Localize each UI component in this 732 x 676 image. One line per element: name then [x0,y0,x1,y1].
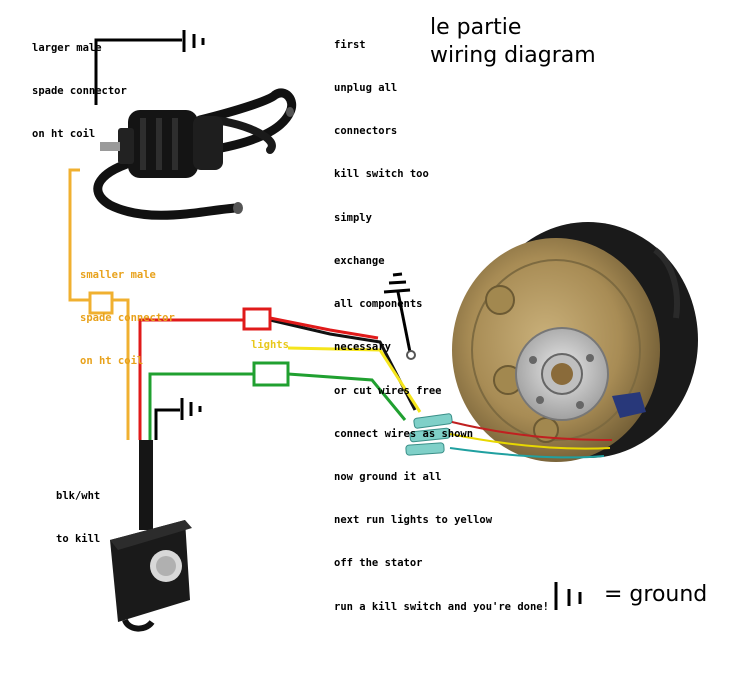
instruction-line: next run lights to yellow [334,514,493,527]
instruction-line: run a kill switch and you're done! [334,600,549,613]
stator [452,222,698,462]
bullet-connectors [405,413,613,459]
label-line: larger male [32,41,102,54]
instruction-line: off the stator [334,557,423,570]
orange-wires [68,168,130,440]
ground-legend-label: = ground [604,582,708,607]
label-line: to kill [56,533,101,546]
instruction-line: now ground it all [334,471,442,483]
instruction-line: all components [334,298,423,311]
label-kill: blk/wht to kill [56,460,100,561]
green-wire [148,372,407,440]
instruction-line: unplug all [334,82,398,95]
instruction-line: necessary [334,341,391,354]
instructions: first unplug all connectors kill switch … [334,9,549,628]
ht-coil [93,88,297,220]
label-line: on ht coil [80,355,144,368]
instruction-line: connectors [334,125,398,138]
small-spade-connector [88,291,114,315]
label-lights: lights [251,339,289,351]
green-connector [252,361,290,387]
red-connector [242,307,272,331]
title-line-1: le partie [430,15,522,40]
label-line: spade connector [32,85,127,98]
instruction-line: exchange [334,254,385,267]
instruction-line: kill switch too [334,168,429,181]
red-wire [138,318,244,440]
kill-switch [110,440,192,632]
label-small-spade: smaller male spade connector on ht coil [80,239,175,383]
ground-symbol-top [182,30,205,52]
instruction-line: simply [334,211,372,224]
yellow-lights-wire [287,346,422,413]
instruction-line: or cut wires free [334,384,442,397]
diagram-title: le partie wiring diagram [430,14,596,70]
instruction-line: connect wires as shown [334,427,474,440]
label-line: blk/wht [56,489,101,502]
instruction-line: first [334,38,366,51]
label-line: spade connector [80,312,175,325]
ground-symbol-kill [180,398,202,420]
stator-ground-wire [396,291,412,353]
label-line: smaller male [80,268,156,281]
label-large-spade: larger male spade connector on ht coil [32,12,127,156]
kill-ground-wire [154,408,180,440]
label-line: on ht coil [32,128,96,141]
title-line-2: wiring diagram [430,43,596,68]
coil-ground-wire [94,38,182,105]
ground-legend-symbol [554,582,582,610]
ground-symbol-stator [383,272,411,294]
